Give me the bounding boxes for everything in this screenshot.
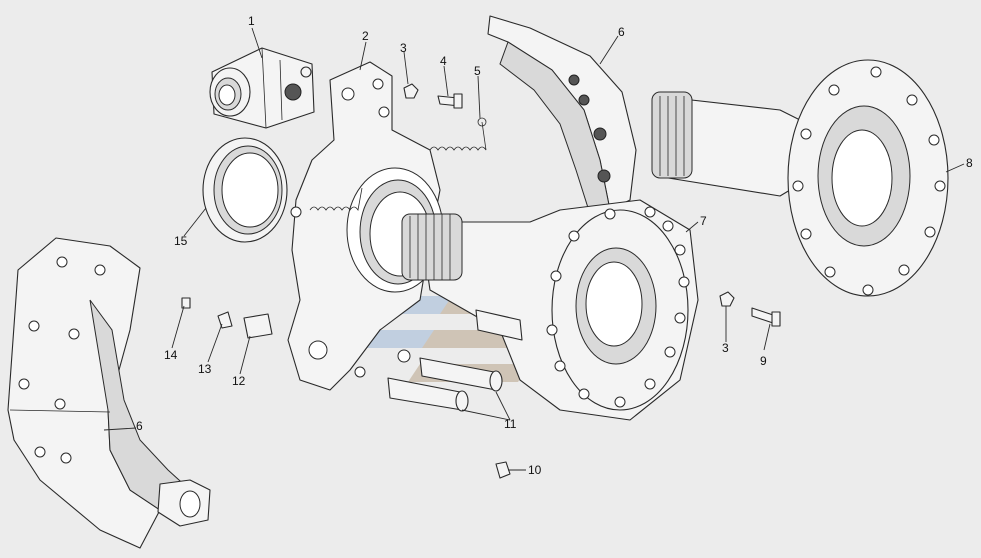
callout-4: 4 <box>440 54 447 68</box>
callout-5: 5 <box>474 64 481 78</box>
leader-lines <box>103 27 965 471</box>
clip-13 <box>217 311 233 329</box>
bolt-9 <box>751 307 781 327</box>
callout-10: 10 <box>528 463 542 477</box>
callout-13: 13 <box>198 362 212 376</box>
axle-shaft <box>651 59 949 297</box>
callout-11: 11 <box>504 417 517 431</box>
callout-6-lower: 6 <box>136 419 143 433</box>
callout-12: 12 <box>232 374 246 388</box>
hub-assembly <box>401 199 699 421</box>
nut-3-lower <box>719 291 735 307</box>
bolt-14 <box>181 297 191 309</box>
callout-3-lower: 3 <box>722 341 729 355</box>
nut-3-upper <box>403 83 419 99</box>
plate-12 <box>243 313 273 339</box>
seal-ring <box>202 137 288 243</box>
callout-6-upper: 6 <box>618 25 625 39</box>
callout-14: 14 <box>164 348 178 362</box>
bolt-4 <box>437 93 463 109</box>
callout-2: 2 <box>362 29 369 43</box>
brake-shoe-lower <box>7 237 211 549</box>
callout-15: 15 <box>174 234 188 248</box>
return-springs <box>309 117 487 212</box>
callout-8: 8 <box>966 156 973 170</box>
brake-shoe-upper <box>487 15 637 215</box>
bolt-10 <box>495 461 511 479</box>
callout-3-upper: 3 <box>400 41 407 55</box>
callout-7: 7 <box>700 214 707 228</box>
wheel-cylinder <box>209 47 315 129</box>
callout-9: 9 <box>760 354 767 368</box>
callout-1: 1 <box>248 14 255 28</box>
